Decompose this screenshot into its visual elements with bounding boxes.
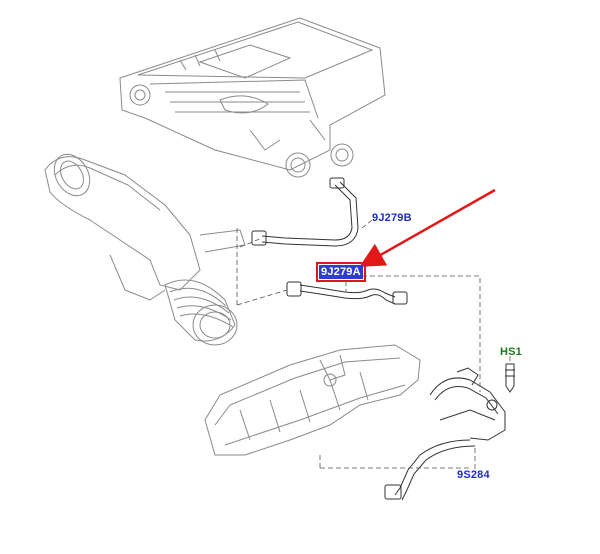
pointer-arrow (359, 188, 496, 267)
hose-9J279A (286, 281, 408, 305)
coolant-pipe-assembly (384, 367, 506, 501)
hose-9J279B (251, 177, 359, 247)
callout-9J279A-selected[interactable]: 9J279A (316, 262, 366, 282)
callout-9J279B[interactable]: 9J279B (372, 212, 412, 224)
exhaust-manifold (204, 344, 421, 456)
callout-HS1[interactable]: HS1 (500, 346, 522, 358)
sensor-HS1 (505, 363, 515, 393)
air-intake-duct (44, 153, 246, 346)
intake-manifold (119, 17, 386, 178)
callout-9S284[interactable]: 9S284 (457, 469, 490, 481)
leader-lines (236, 219, 511, 470)
